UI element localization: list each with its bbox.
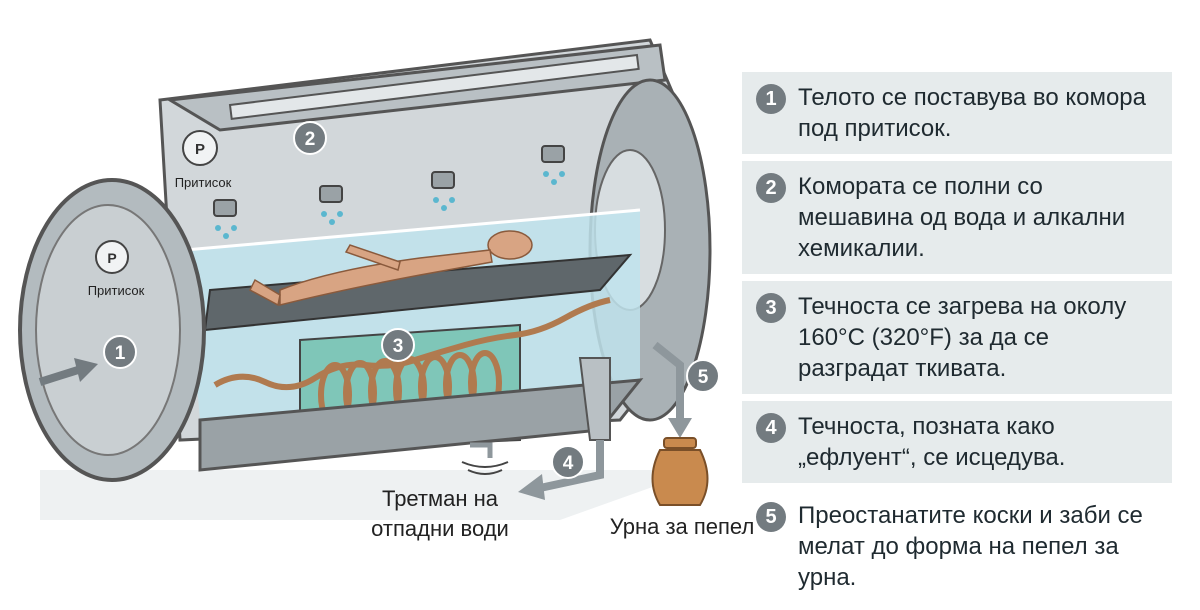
heating-element-wave bbox=[213, 297, 611, 391]
step-3: 3 Течноста се загрева на околу 160°C (32… bbox=[742, 281, 1172, 394]
step-5: 5 Преостанатите коски и заби се мелат до… bbox=[742, 490, 1172, 603]
drain-icon bbox=[461, 461, 509, 475]
arrow-drain-head bbox=[518, 474, 545, 500]
arrow-ash bbox=[652, 341, 684, 420]
step-number: 5 bbox=[756, 502, 786, 532]
steps-panel: 1 Телото се поставува во комора под прит… bbox=[742, 72, 1172, 610]
water-surface bbox=[184, 208, 641, 252]
step-number: 2 bbox=[756, 173, 786, 203]
svg-text:5: 5 bbox=[698, 367, 709, 388]
cremation-chamber-diagram: P Притисок P Притисок 1 2 3 4 5 Третм bbox=[18, 38, 755, 541]
marker-5: 5 bbox=[686, 359, 720, 393]
step-text: Течноста се загрева на околу 160°C (320°… bbox=[798, 293, 1127, 382]
gauge-symbol-door: P bbox=[107, 250, 116, 266]
arrow-insert-head bbox=[74, 358, 98, 382]
pressure-gauge-top bbox=[182, 130, 218, 166]
step-4: 4 Течноста, позната како „ефлуент“, се и… bbox=[742, 401, 1172, 483]
svg-text:4: 4 bbox=[563, 453, 574, 474]
step-text: Комората се полни со мешавина од вода и … bbox=[798, 173, 1126, 262]
water-drops bbox=[215, 171, 565, 239]
step-number: 1 bbox=[756, 84, 786, 114]
gauge-symbol-top: P bbox=[195, 141, 205, 158]
urn-label: Урна за пепел bbox=[610, 514, 755, 539]
waste-label-line1: Третман на bbox=[382, 486, 499, 511]
drain-pipe-small bbox=[470, 442, 493, 458]
step-text: Преостанатите коски и заби се мелат до ф… bbox=[798, 502, 1143, 591]
marker-3: 3 bbox=[381, 328, 415, 362]
svg-text:3: 3 bbox=[393, 336, 404, 357]
arrow-insert bbox=[38, 366, 80, 386]
pressure-label-door: Притисок bbox=[88, 283, 145, 298]
marker-1: 1 bbox=[103, 335, 137, 369]
arrow-ash-head bbox=[668, 418, 692, 438]
spray-nozzles bbox=[213, 145, 565, 217]
arrow-drain bbox=[539, 440, 604, 492]
marker-2: 2 bbox=[293, 121, 327, 155]
urn-icon bbox=[651, 437, 709, 506]
step-text: Течноста, позната како „ефлуент“, се исц… bbox=[798, 413, 1066, 471]
waste-label-line2: отпадни води bbox=[371, 516, 509, 541]
pressure-gauge-door bbox=[95, 240, 129, 274]
step-number: 3 bbox=[756, 293, 786, 323]
pressure-label-top: Притисок bbox=[175, 175, 232, 190]
marker-4: 4 bbox=[551, 445, 585, 479]
top-pipe bbox=[228, 53, 640, 121]
svg-text:2: 2 bbox=[305, 129, 316, 150]
step-1: 1 Телото се поставува во комора под прит… bbox=[742, 72, 1172, 154]
water-fill bbox=[185, 210, 640, 420]
step-text: Телото се поставува во комора под притис… bbox=[798, 84, 1146, 142]
svg-text:1: 1 bbox=[115, 343, 126, 364]
step-2: 2 Комората се полни со мешавина од вода … bbox=[742, 161, 1172, 274]
body-figure bbox=[249, 230, 533, 307]
tray bbox=[203, 253, 633, 332]
drain-pipe bbox=[578, 357, 611, 441]
chamber-door-face bbox=[35, 204, 181, 456]
step-number: 4 bbox=[756, 413, 786, 443]
